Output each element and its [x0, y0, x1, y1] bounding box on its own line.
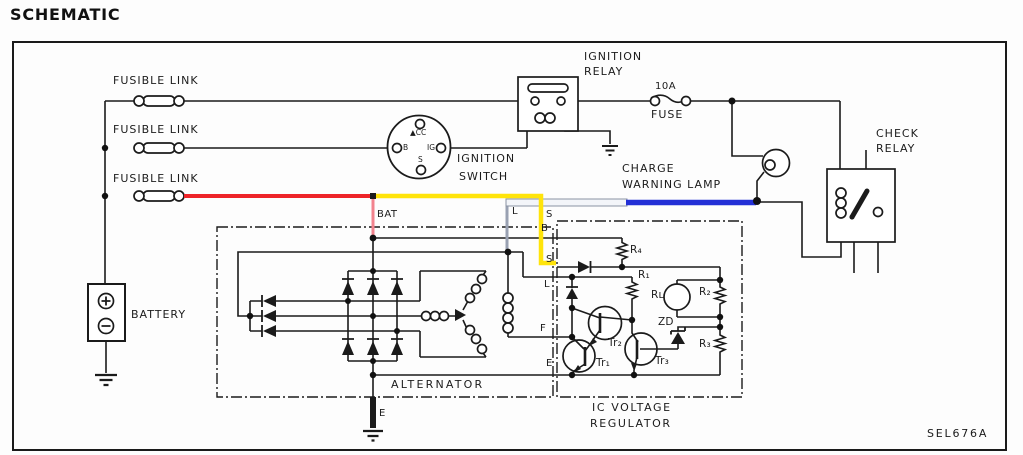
diagram-border: [12, 41, 1007, 451]
regulator-terminal-b: B: [541, 223, 549, 234]
fuse-terminal-left: [649, 95, 661, 107]
battery-label: BATTERY: [131, 308, 187, 321]
fuse-label: FUSE: [651, 108, 684, 121]
regulator-terminal-l: L: [544, 279, 551, 290]
transistor-tr3-label: Tr₃: [655, 355, 669, 367]
transistor-tr2-label: Tr₂: [608, 337, 622, 349]
check-relay-label-1: CHECK: [876, 127, 919, 140]
fuse-terminal-right: [680, 95, 692, 107]
resistor-rl-label: Rʟ: [651, 289, 665, 301]
resistor-r1-label: R₁: [638, 269, 650, 281]
regulator-terminal-e: E: [546, 358, 553, 369]
resistor-r2-label: R₂: [699, 286, 711, 298]
resistor-r4-label: R₄: [630, 244, 642, 256]
regulator-terminal-f: F: [540, 323, 547, 334]
switch-terminal-b: B: [403, 143, 409, 152]
stator-coils: [420, 273, 488, 355]
page-title: SCHEMATIC: [10, 5, 121, 24]
alternator-label: ALTERNATOR: [391, 378, 485, 391]
component-symbols: [87, 76, 896, 373]
fusible-link-2-label: FUSIBLE LINK: [113, 123, 199, 136]
check-relay-symbol: [826, 168, 896, 243]
switch-terminal-s: S: [418, 155, 423, 164]
fuse-rating-label: 10A: [655, 81, 677, 92]
transistor-tr2: [587, 305, 623, 341]
fusible-link-symbol-3: [133, 190, 185, 202]
colored-wires: [184, 193, 756, 266]
reference-code: SEL676A: [927, 427, 989, 440]
regulator-terminal-s: S: [546, 254, 553, 265]
charge-warning-label-1: CHARGE: [622, 162, 675, 175]
lamp-wire-label: L: [512, 206, 519, 217]
ignition-relay-label-2: RELAY: [584, 65, 624, 78]
bat-terminal-label: BAT: [377, 209, 398, 220]
fusible-link-symbol-1: [133, 95, 185, 107]
resistor-r3-label: R₃: [699, 338, 711, 350]
transistor-tr1-label: Tr₁: [596, 357, 610, 369]
fusible-link-1-label: FUSIBLE LINK: [113, 74, 199, 87]
ignition-switch-symbol: [386, 114, 452, 180]
charge-warning-label-2: WARNING LAMP: [622, 178, 722, 191]
switch-terminal-acc: ▲CC: [410, 128, 427, 137]
regulator-label-2: REGULATOR: [590, 417, 672, 430]
fusible-link-symbol-2: [133, 142, 185, 154]
switch-terminal-ig: IG: [427, 143, 436, 152]
thermistor-rl: [663, 283, 691, 311]
ignition-relay-symbol: [517, 76, 579, 132]
regulator-terminal-s-top: S: [546, 209, 553, 220]
component-details: [101, 188, 870, 442]
zener-zd-label: ZD: [658, 316, 674, 328]
fusible-link-3-label: FUSIBLE LINK: [113, 172, 199, 185]
yellow-wire: [375, 193, 556, 266]
wire-junction-marker: [370, 193, 376, 199]
ignition-switch-label-1: IGNITION: [457, 152, 516, 165]
white-wire: [505, 198, 628, 207]
battery-symbol: [87, 283, 126, 342]
regulator-label-1: IC VOLTAGE: [592, 401, 672, 414]
ground-terminal-label: E: [379, 408, 386, 419]
check-relay-label-2: RELAY: [876, 142, 916, 155]
charge-warning-lamp-symbol: [761, 148, 791, 178]
ignition-relay-label-1: IGNITION: [584, 50, 643, 63]
alternator-box: [216, 220, 743, 398]
field-coil: [502, 292, 514, 334]
ignition-switch-label-2: SWITCH: [459, 170, 509, 183]
junction-dots: [101, 97, 761, 379]
